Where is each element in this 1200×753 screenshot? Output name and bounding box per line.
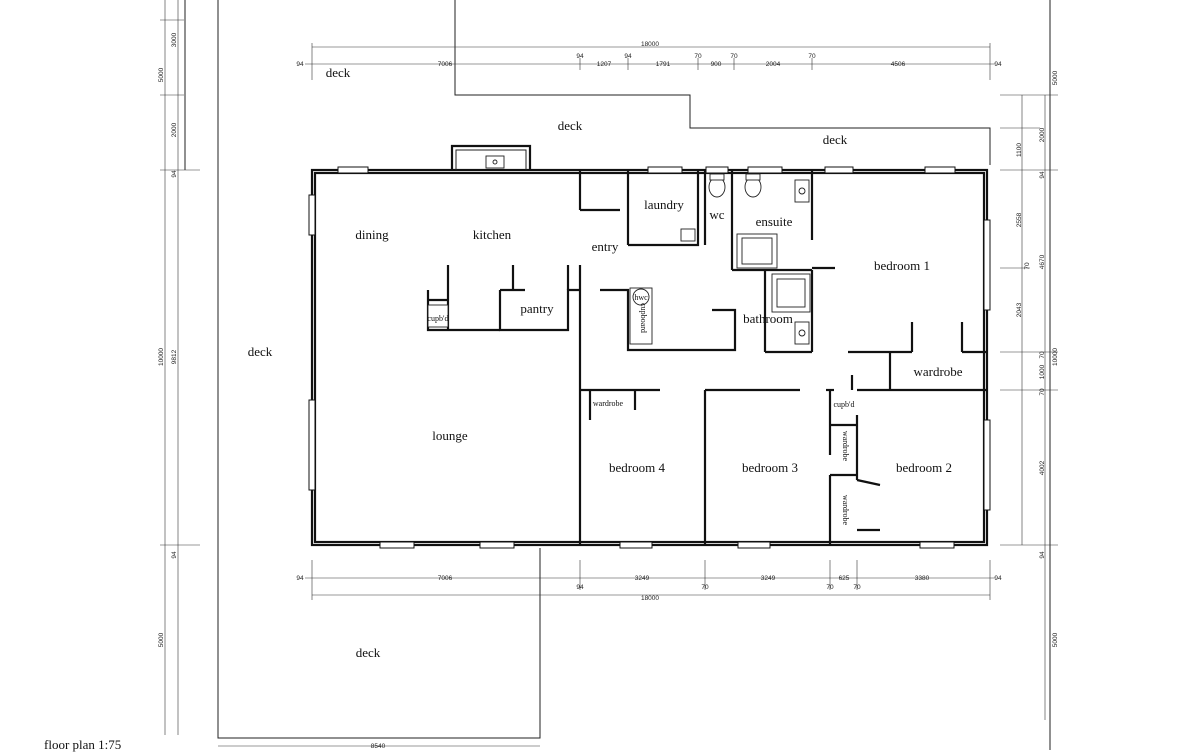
room-label-cupbd-kitchen: cupb'd [428,314,449,323]
room-label-wardrobe-b2: wardrobe [841,495,850,526]
dim-bottom-94b: 94 [576,584,584,591]
dim-bottom-3380: 3380 [915,575,930,582]
dim-top-94d: 94 [994,61,1002,68]
room-label-kitchen: kitchen [473,227,512,242]
kitchen-cupboard-box [427,304,449,328]
dimensions-top: 18000 94 7006 94 1207 94 1791 70 900 70 … [296,41,1002,80]
dim-right-70b: 70 [1039,351,1046,359]
dim-right-70c: 70 [1039,388,1046,396]
dim-bottom-3249a: 3249 [635,575,650,582]
deck-label-top-left: deck [326,65,351,80]
room-labels: dining kitchen lounge pantry cupb'd entr… [355,197,962,526]
deck-label-top-right: deck [823,132,848,147]
dim-right-4002: 4002 [1039,460,1046,475]
dim-top-1791: 1791 [656,61,671,68]
dim-left-9812: 9812 [171,349,178,364]
room-label-dining: dining [355,227,389,242]
room-label-bedroom-3: bedroom 3 [742,460,798,475]
dim-top-900: 900 [711,61,722,68]
dim-right-1100: 1100 [1016,143,1023,157]
dim-left-5000b: 5000 [158,632,165,647]
outer-walls [310,168,989,547]
room-label-entry: entry [592,239,619,254]
dim-top-70a: 70 [694,53,702,60]
dim-bottom-625: 625 [839,575,850,582]
dim-right-4670: 4670 [1039,254,1046,269]
dim-top-70b: 70 [730,53,738,60]
dim-top-94b: 94 [576,53,584,60]
dim-top-2004: 2004 [766,61,781,68]
dim-right-70a: 70 [1024,262,1031,270]
dim-top-94a: 94 [296,61,304,68]
deck-label-top-center: deck [558,118,583,133]
dim-bottom-8540: 8540 [371,743,386,750]
dim-left-3000: 3000 [171,32,178,47]
dim-left-2000: 2000 [171,122,178,137]
room-label-wardrobe-b4: wardrobe [593,399,624,408]
room-label-wardrobe-b3: wardrobe [841,431,850,462]
room-label-pantry: pantry [520,301,554,316]
dim-bottom-70b: 70 [826,584,834,591]
room-label-bathroom: bathroom [743,311,793,326]
dim-right-94b: 94 [1039,551,1046,559]
dim-bottom-70c: 70 [853,584,861,591]
dim-bottom-3249b: 3249 [761,575,776,582]
dim-top-overall: 18000 [641,41,659,48]
deck-label-left: deck [248,344,273,359]
dimensions-right: 5000 2000 1100 94 2558 70 4670 2043 1000… [1000,70,1059,720]
dim-bottom-94c: 94 [994,575,1002,582]
dim-right-2043: 2043 [1016,302,1023,317]
room-label-cupboard: cupboard [639,303,648,333]
room-label-cupbd-b3: cupb'd [834,400,855,409]
dim-right-2000: 2000 [1039,127,1046,142]
windows [308,166,991,549]
room-label-hwc: hwc [634,293,648,302]
dim-right-94a: 94 [1039,171,1046,179]
dim-top-1207: 1207 [597,61,612,68]
room-label-lounge: lounge [432,428,468,443]
dim-left-5000a: 5000 [158,67,165,82]
dim-bottom-94a: 94 [296,575,304,582]
room-label-wc: wc [709,207,724,222]
deck-labels: deck deck deck deck deck [248,65,848,660]
dim-top-70c: 70 [808,53,816,60]
room-label-bedroom-4: bedroom 4 [609,460,665,475]
room-label-bedroom-1: bedroom 1 [874,258,930,273]
dim-top-4506: 4506 [891,61,906,68]
laundry-tub-icon [680,228,696,242]
deck-label-bottom: deck [356,645,381,660]
dim-left-10000: 10000 [158,348,165,366]
hot-water-cylinder-icon [632,288,650,306]
deck-outlines [184,0,1051,750]
dim-left-94b: 94 [171,551,178,559]
dim-left-94a: 94 [171,170,178,178]
room-label-ensuite: ensuite [756,214,793,229]
dimensions-left: 3000 5000 2000 94 10000 9812 94 5000 [158,0,200,735]
dim-right-10000: 10000 [1052,348,1059,366]
interior-walls [426,144,987,545]
dim-right-5000b: 5000 [1052,632,1059,647]
dim-bottom-7006: 7006 [438,575,453,582]
dim-right-5000a: 5000 [1052,70,1059,85]
dim-bottom-70a: 70 [701,584,709,591]
room-label-wardrobe-main: wardrobe [913,364,962,379]
dim-right-1000: 1000 [1039,364,1046,379]
room-label-bedroom-2: bedroom 2 [896,460,952,475]
dim-right-2558: 2558 [1016,212,1023,227]
fixtures [427,155,811,345]
room-label-laundry: laundry [644,197,684,212]
dimensions-bottom: 94 7006 94 3249 70 3249 70 625 70 3380 9… [218,560,1002,750]
dim-bottom-overall: 18000 [641,595,659,602]
dim-top-94c: 94 [624,53,632,60]
plan-caption: floor plan 1:75 [44,737,122,752]
dim-top-7006: 7006 [438,61,453,68]
